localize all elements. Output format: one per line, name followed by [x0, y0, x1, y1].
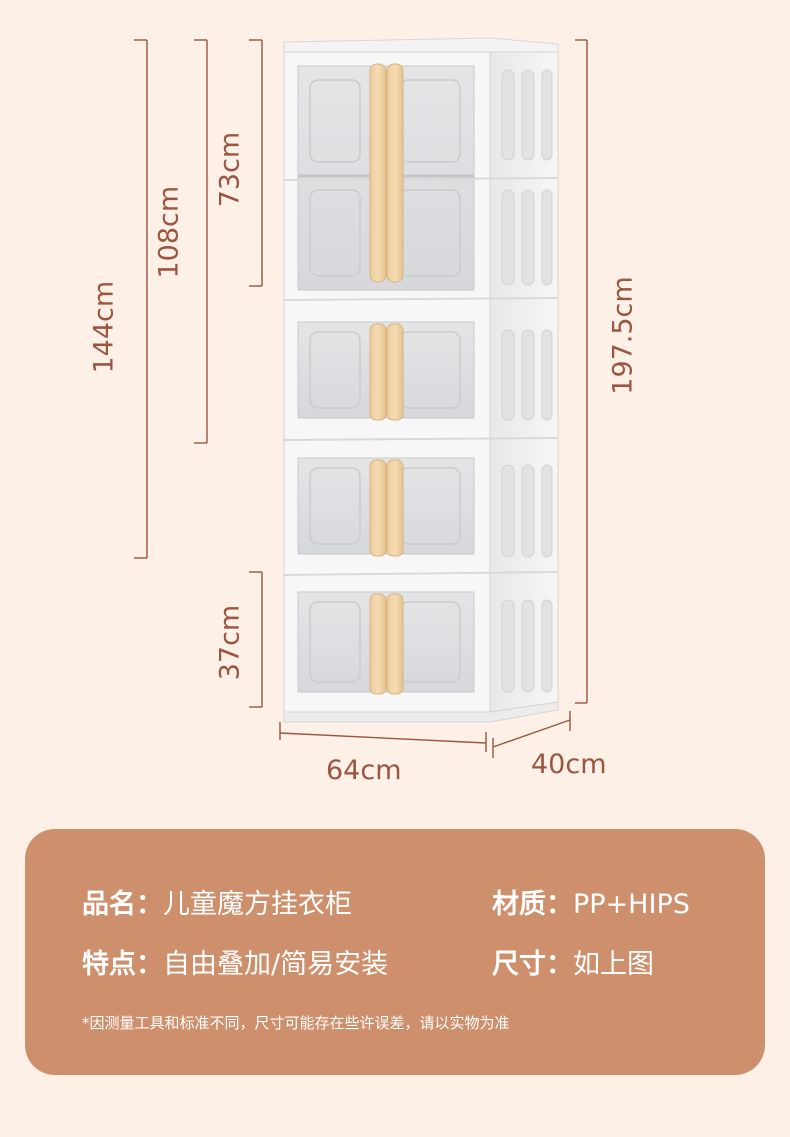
width-64-label: 64cm — [326, 755, 402, 786]
height-197-label: 197.5cm — [607, 276, 639, 395]
measurement-note: *因测量工具和标准不同，尺寸可能存在些许误差，请以实物为准 — [82, 1014, 510, 1032]
product-name-row: 品名：儿童魔方挂衣柜 — [82, 882, 352, 921]
size-value: 如上图 — [573, 949, 654, 980]
material-row: 材质：PP+HIPS — [492, 882, 690, 921]
height-37-label: 37cm — [214, 604, 246, 681]
wardrobe-illustration — [283, 37, 559, 723]
height-108-label: 108cm — [153, 185, 185, 279]
feature-row: 特点：自由叠加/简易安装 — [82, 942, 388, 981]
size-label: 尺寸： — [492, 949, 573, 980]
material-label: 材质： — [492, 889, 573, 920]
product-info-card: 品名：儿童魔方挂衣柜 材质：PP+HIPS 特点：自由叠加/简易安装 尺寸：如上… — [25, 829, 765, 1075]
material-value: PP+HIPS — [573, 889, 690, 920]
feature-label: 特点： — [82, 949, 163, 980]
size-row: 尺寸：如上图 — [492, 942, 654, 981]
product-name-value: 儿童魔方挂衣柜 — [163, 889, 352, 920]
feature-value: 自由叠加/简易安装 — [163, 949, 389, 980]
depth-40-label: 40cm — [531, 749, 607, 780]
height-73-label: 73cm — [214, 131, 246, 208]
product-name-label: 品名： — [82, 889, 163, 920]
dimension-lines — [134, 39, 588, 758]
height-144-label: 144cm — [88, 280, 120, 374]
